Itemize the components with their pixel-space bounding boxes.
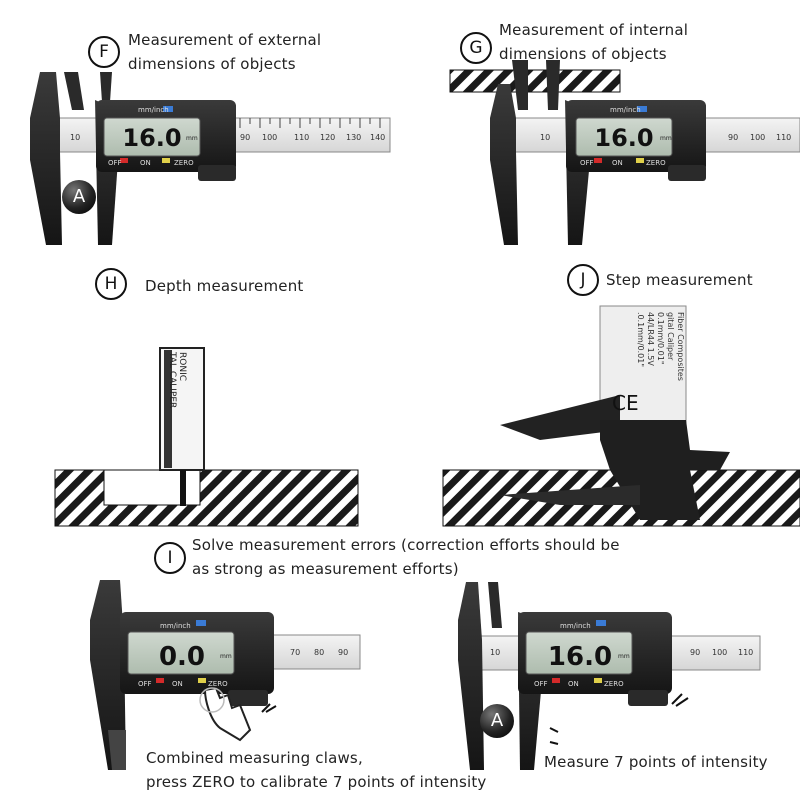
- unit-label: mm/inch: [138, 106, 169, 114]
- off-label: OFF: [108, 159, 122, 167]
- caliper-external: mm/inch OFF ON ZERO 16.0 mm 90 100 110 120…: [30, 72, 391, 245]
- lcd-unit: mm: [186, 135, 198, 142]
- marker-a-top: A: [62, 180, 96, 214]
- badge-g: G: [460, 32, 492, 64]
- tick-label-small: 10: [490, 648, 500, 657]
- badge-h: H: [95, 268, 127, 300]
- label-g-line1: Measurement of internal: [499, 21, 689, 39]
- step-card-line: 44/LR44 1.5V: [646, 312, 655, 366]
- step-card-line: 0.1mm/0.01": [656, 312, 665, 365]
- step-diagram: CE Fiber Composites gital Caliper 0.1mm/…: [442, 305, 800, 527]
- caliper-zero: mm/inch OFF ON ZERO 0.0 mm 70 80 90: [90, 580, 361, 770]
- caption-left-2: press ZERO to calibrate 7 points of inte…: [146, 773, 487, 791]
- hatched-object: [449, 69, 621, 93]
- unit-label-4: mm/inch: [560, 622, 591, 630]
- hand-pointer-icon: [203, 686, 252, 742]
- depth-card-line2: TAL CALIPER: [167, 351, 177, 408]
- caliper-intensity: mm/inch OFF ON ZERO 16.0 mm 90 100 110 10: [458, 582, 761, 770]
- tick-label: 100: [750, 133, 765, 142]
- tick-label: 90: [338, 648, 348, 657]
- off-label-3: OFF: [138, 680, 152, 688]
- label-f-line1: Measurement of external: [128, 31, 322, 49]
- lcd-reading: 16.0: [122, 124, 181, 152]
- off-label-4: OFF: [534, 680, 548, 688]
- caption-left-1: Combined measuring claws,: [146, 749, 363, 767]
- step-card-line: Fiber Composites: [676, 312, 685, 381]
- label-i-line1: Solve measurement errors (correction eff…: [192, 536, 620, 554]
- tick-label: 110: [776, 133, 791, 142]
- tick-label: 80: [314, 648, 324, 657]
- zero-label-3: ZERO: [208, 680, 228, 688]
- tick-label: 100: [712, 648, 727, 657]
- thumb-wheel: [198, 165, 236, 181]
- unit-label-3: mm/inch: [160, 622, 191, 630]
- off-label-2: OFF: [580, 159, 594, 167]
- label-g-line2: dimensions of objects: [499, 45, 667, 63]
- lcd-unit-3: mm: [220, 653, 232, 660]
- lcd-unit-2: mm: [660, 135, 672, 142]
- zero-label-2: ZERO: [646, 159, 666, 167]
- lcd-screen: [103, 117, 201, 157]
- unit-label-2: mm/inch: [610, 106, 641, 114]
- tick-label: 90: [240, 133, 250, 142]
- zero-label-4: ZERO: [604, 680, 624, 688]
- badge-j: J: [567, 264, 599, 296]
- tick-label: 90: [690, 648, 700, 657]
- tick-label: 70: [290, 648, 300, 657]
- label-f-line2: dimensions of objects: [128, 55, 296, 73]
- depth-card-line1: RONIC: [177, 352, 187, 381]
- on-label: ON: [140, 159, 151, 167]
- tick-label: 90: [728, 133, 738, 142]
- step-card-line: .0.1mm/0.01": [636, 312, 645, 367]
- tick-label-small: 10: [540, 133, 550, 142]
- tick-label: 130: [346, 133, 361, 142]
- marker-a-bottom: A: [480, 704, 514, 738]
- badge-i: I: [154, 542, 186, 574]
- caliper-internal: mm/inch OFF ON ZERO 16.0 mm 90 100 110 10: [449, 60, 800, 245]
- lcd-reading-zero: 0.0: [159, 642, 205, 672]
- tick-label: 110: [294, 133, 309, 142]
- on-label-2: ON: [612, 159, 623, 167]
- scale-numbers: 90 100 110 120 130 140 10: [70, 133, 385, 142]
- ce-mark: CE: [612, 391, 639, 415]
- on-label-3: ON: [172, 680, 183, 688]
- on-label-4: ON: [568, 680, 579, 688]
- label-i-line2: as strong as measurement efforts): [192, 560, 459, 578]
- tick-label: 110: [738, 648, 753, 657]
- step-card-line: gital Caliper: [666, 312, 675, 361]
- tick-label-small: 10: [70, 133, 80, 142]
- label-j: Step measurement: [606, 271, 753, 289]
- lcd-unit-4: mm: [618, 653, 630, 660]
- depth-diagram: RONIC TAL CALIPER: [54, 347, 359, 527]
- caption-right: Measure 7 points of intensity: [544, 753, 768, 771]
- badge-f: F: [88, 36, 120, 68]
- zero-label: ZERO: [174, 159, 194, 167]
- tick-label: 120: [320, 133, 335, 142]
- tick-label: 100: [262, 133, 277, 142]
- label-h: Depth measurement: [145, 277, 304, 295]
- lcd-reading-4: 16.0: [548, 642, 612, 672]
- scale-ticks: [239, 118, 381, 128]
- lcd-reading-2: 16.0: [594, 124, 653, 152]
- tick-label: 140: [370, 133, 385, 142]
